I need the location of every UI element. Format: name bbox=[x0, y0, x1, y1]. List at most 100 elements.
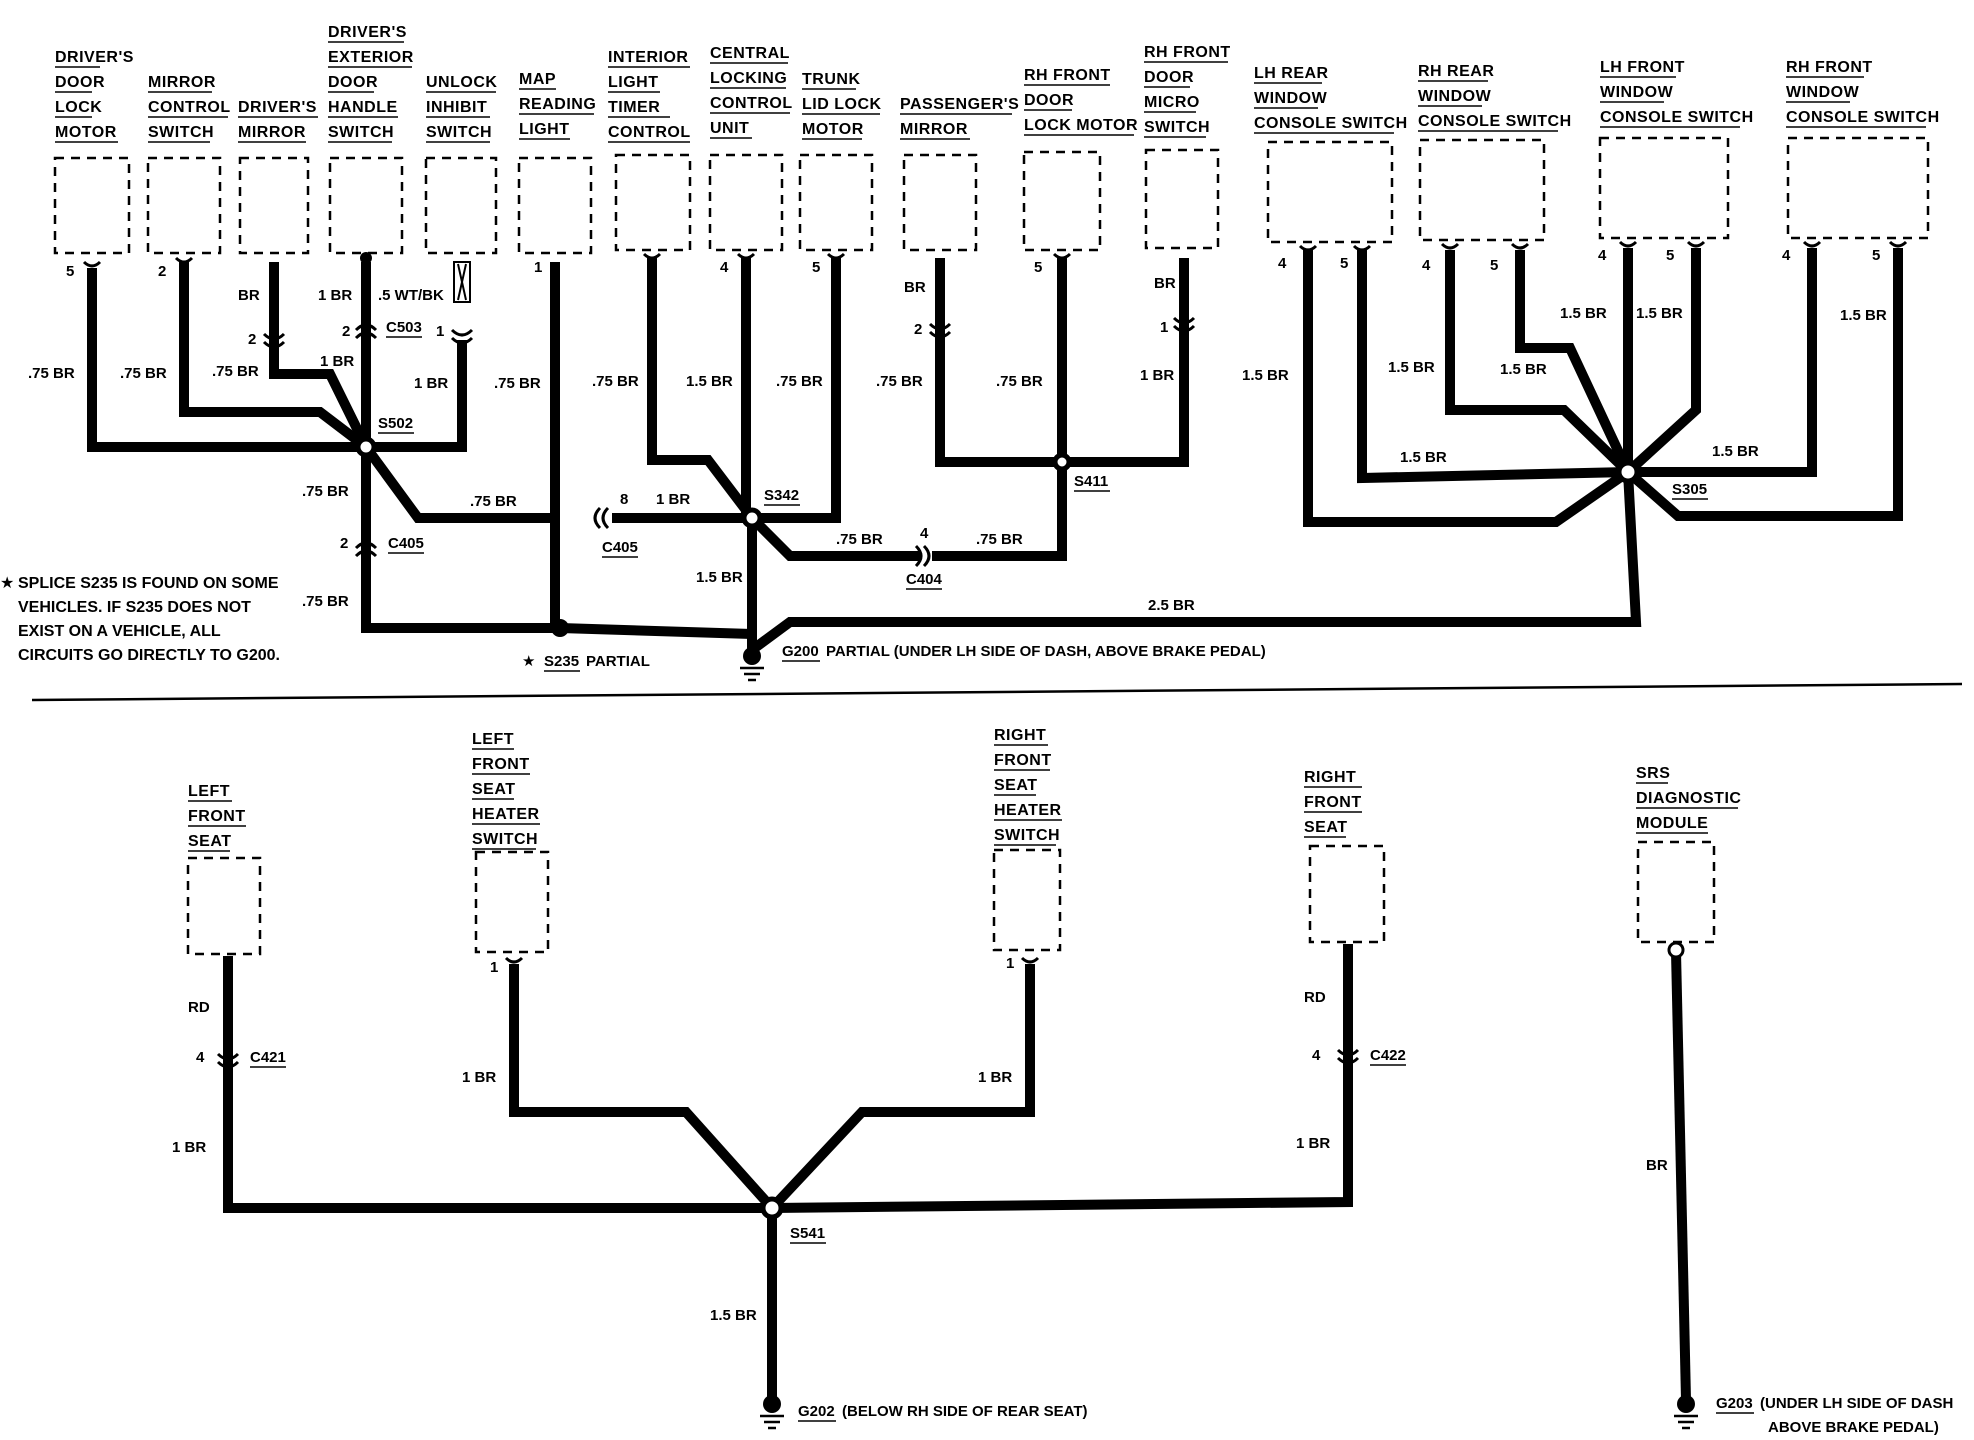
splice-s305 bbox=[1616, 460, 1640, 484]
pin-number: 2 bbox=[158, 263, 166, 280]
pin-hook bbox=[174, 256, 194, 264]
pin-hook bbox=[736, 252, 756, 260]
splice-label-s305: S305 bbox=[1672, 481, 1707, 498]
label-mirror-control-switch: MIRROR CONTROL SWITCH bbox=[148, 74, 235, 141]
box-unlock-inhibit-switch bbox=[424, 156, 498, 255]
ground-text-g202: (BELOW RH SIDE OF REAR SEAT) bbox=[842, 1403, 1088, 1420]
wire-drivers-door-lock-motor bbox=[87, 268, 366, 452]
wire-label: .75 BR bbox=[302, 483, 349, 500]
wire-label: 1 BR bbox=[978, 1069, 1012, 1086]
label-interior-light-timer-control: INTERIOR LIGHT TIMER CONTROL bbox=[608, 49, 693, 141]
ground-label-g202: G202 bbox=[798, 1403, 835, 1420]
star-s235: ★ bbox=[522, 653, 535, 670]
label-central-locking-control-unit: CENTRAL LOCKING CONTROL UNIT bbox=[710, 45, 797, 137]
ground-g203-symbol bbox=[1674, 1395, 1698, 1430]
wire-label: 1 BR bbox=[1296, 1135, 1330, 1152]
wire-label: 1 BR bbox=[656, 491, 690, 508]
connector-label-c404: C404 bbox=[906, 571, 943, 588]
wire-labels-top: .75 BR .75 BR .75 BR BR 2 1 BR 1 BR 2 .5… bbox=[28, 275, 1887, 614]
wire-label: .75 BR bbox=[470, 493, 517, 510]
wire-rh-front-door-micro-switch bbox=[1062, 258, 1189, 467]
box-passengers-mirror bbox=[902, 153, 978, 252]
label-drivers-door-lock-motor: DRIVER'S DOOR LOCK MOTOR bbox=[55, 49, 139, 141]
wire-label: BR bbox=[238, 287, 260, 304]
box-rh-front-door-lock-motor bbox=[1022, 150, 1102, 252]
splice-s411 bbox=[1052, 452, 1072, 472]
pin-hook bbox=[1298, 244, 1318, 252]
wire-label: BR bbox=[1154, 275, 1176, 292]
box-srs-diagnostic-module bbox=[1636, 840, 1716, 944]
pin-hook bbox=[1888, 240, 1908, 248]
wire-label: 1.5 BR bbox=[710, 1307, 757, 1324]
pin-number: 4 bbox=[1782, 247, 1791, 264]
wire-label: 2 bbox=[342, 323, 350, 340]
pin-hook bbox=[1052, 252, 1072, 260]
wire-label: 1.5 BR bbox=[1500, 361, 1547, 378]
wire-label: 1 bbox=[1006, 955, 1014, 972]
label-left-front-seat-heater-switch: LEFT FRONT SEAT HEATER SWITCH bbox=[472, 731, 545, 848]
twisted-wire-mark bbox=[457, 263, 467, 301]
wire-c404-to-s411 bbox=[932, 462, 1067, 561]
connector-c503 bbox=[354, 323, 378, 340]
splice-label-s235: S235 bbox=[544, 653, 579, 670]
pin-hook bbox=[504, 956, 524, 964]
component-labels-bottom: LEFT FRONT SEAT LEFT FRONT SEAT HEATER S… bbox=[188, 727, 1746, 850]
label-right-front-seat: RIGHT FRONT SEAT bbox=[1304, 769, 1367, 836]
wire-label: 2 bbox=[340, 535, 348, 552]
ground-g202-symbol bbox=[760, 1395, 784, 1430]
box-trunk-lid-lock-motor bbox=[798, 153, 874, 252]
label-srs-diagnostic-module: SRS DIAGNOSTIC MODULE bbox=[1636, 765, 1746, 832]
wire-label: .75 BR bbox=[976, 531, 1023, 548]
connectors-top bbox=[82, 240, 1908, 568]
wire-unlock-inhibit-switch bbox=[366, 340, 467, 452]
connector-label-c503: C503 bbox=[386, 319, 422, 336]
wire-label: 4 bbox=[1312, 1047, 1321, 1064]
wire-label: .75 BR bbox=[28, 365, 75, 382]
label-drivers-exterior-door-handle-switch: DRIVER'S EXTERIOR DOOR HANDLE SWITCH bbox=[328, 24, 419, 141]
wire-label: .75 BR bbox=[776, 373, 823, 390]
box-mirror-control-switch bbox=[146, 156, 222, 255]
wire-label: RD bbox=[1304, 989, 1326, 1006]
box-central-locking-control-unit bbox=[708, 153, 784, 252]
splice-s541 bbox=[760, 1196, 784, 1220]
wire-label: .75 BR bbox=[494, 375, 541, 392]
connector-c404 bbox=[914, 544, 931, 568]
wire-label: 1 BR bbox=[1140, 367, 1174, 384]
label-unlock-inhibit-switch: UNLOCK INHIBIT SWITCH bbox=[426, 74, 502, 141]
connector-label-c405-left: C405 bbox=[388, 535, 424, 552]
wire-passengers-mirror bbox=[935, 258, 1062, 467]
wires-bottom bbox=[223, 944, 1691, 1401]
connector-unlock-inhibit bbox=[450, 328, 474, 345]
box-drivers-mirror bbox=[238, 156, 310, 255]
twisted-wire-sheath bbox=[453, 261, 471, 303]
box-map-reading-light bbox=[517, 156, 593, 255]
label-rh-front-door-lock-motor: RH FRONT DOOR LOCK MOTOR bbox=[1024, 67, 1138, 134]
ground-label-g203: G203 bbox=[1716, 1395, 1753, 1412]
connector-c405-right bbox=[593, 506, 610, 530]
pin-hook bbox=[1618, 240, 1638, 248]
wire-label: 4 bbox=[196, 1049, 205, 1066]
note-text: SPLICE S235 IS FOUND ON SOME VEHICLES. I… bbox=[18, 575, 283, 664]
wire-lh-front-pin5 bbox=[1624, 248, 1701, 476]
pin-number: 5 bbox=[1490, 257, 1498, 274]
pin-hook bbox=[1802, 240, 1822, 248]
pin-number: 5 bbox=[1034, 259, 1042, 276]
splice-label-s502: S502 bbox=[378, 415, 413, 432]
wire-label: 1 bbox=[490, 959, 498, 976]
connector-c421 bbox=[216, 1052, 240, 1069]
pin-number: 5 bbox=[66, 263, 74, 280]
connector-rh-front-micro bbox=[1172, 316, 1196, 333]
splice-label-s342: S342 bbox=[764, 487, 799, 504]
wire-s502-to-s235 bbox=[361, 447, 560, 633]
box-right-front-seat-heater-switch bbox=[992, 848, 1062, 952]
pin-number: 1 bbox=[534, 259, 542, 276]
pin-hook bbox=[1352, 244, 1372, 252]
connector-label-c405-right: C405 bbox=[602, 539, 638, 556]
pin-number: 4 bbox=[1278, 255, 1287, 272]
label-underlines-bottom bbox=[188, 744, 1738, 852]
splice-label-s411: S411 bbox=[1074, 473, 1108, 490]
label-trunk-lid-lock-motor: TRUNK LID LOCK MOTOR bbox=[802, 71, 887, 138]
label-right-front-seat-heater-switch: RIGHT FRONT SEAT HEATER SWITCH bbox=[994, 727, 1067, 844]
ground-text-g203-line1: (UNDER LH SIDE OF DASH bbox=[1760, 1395, 1953, 1412]
